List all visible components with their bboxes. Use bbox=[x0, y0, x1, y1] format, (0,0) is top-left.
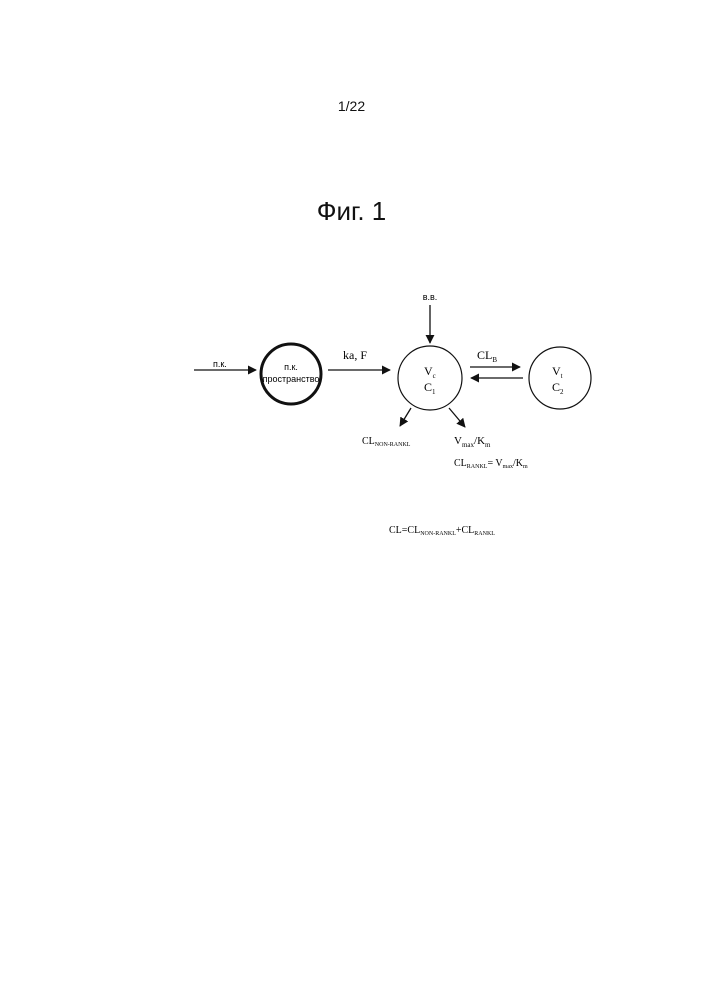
absorption-label: ka, F bbox=[343, 348, 367, 362]
non-rankl-elimination-arrow bbox=[400, 408, 411, 426]
peripheral-concentration-label: C2 bbox=[552, 380, 564, 396]
total-clearance-equation: CL=CLNON-RANKL+CLRANKL bbox=[389, 525, 495, 537]
distribution-clearance-label: CLB bbox=[477, 348, 497, 364]
rankl-clearance-equation: CLRANKL= Vmax/Km bbox=[454, 458, 528, 470]
depot-compartment-label-1: п.к. bbox=[284, 362, 298, 372]
iv-input-label: в.в. bbox=[423, 292, 438, 302]
central-concentration-label: C1 bbox=[424, 380, 436, 396]
non-rankl-clearance-label: CLNON-RANKL bbox=[362, 436, 411, 448]
peripheral-volume-label: Vt bbox=[552, 364, 563, 380]
rankl-elimination-arrow bbox=[449, 408, 465, 427]
saturable-elimination-label: Vmax/Km bbox=[454, 435, 491, 449]
sc-input-label: п.к. bbox=[213, 359, 227, 369]
central-compartment-circle bbox=[398, 346, 462, 410]
central-volume-label: Vc bbox=[424, 364, 436, 380]
depot-compartment-label-2: пространство bbox=[263, 374, 320, 384]
